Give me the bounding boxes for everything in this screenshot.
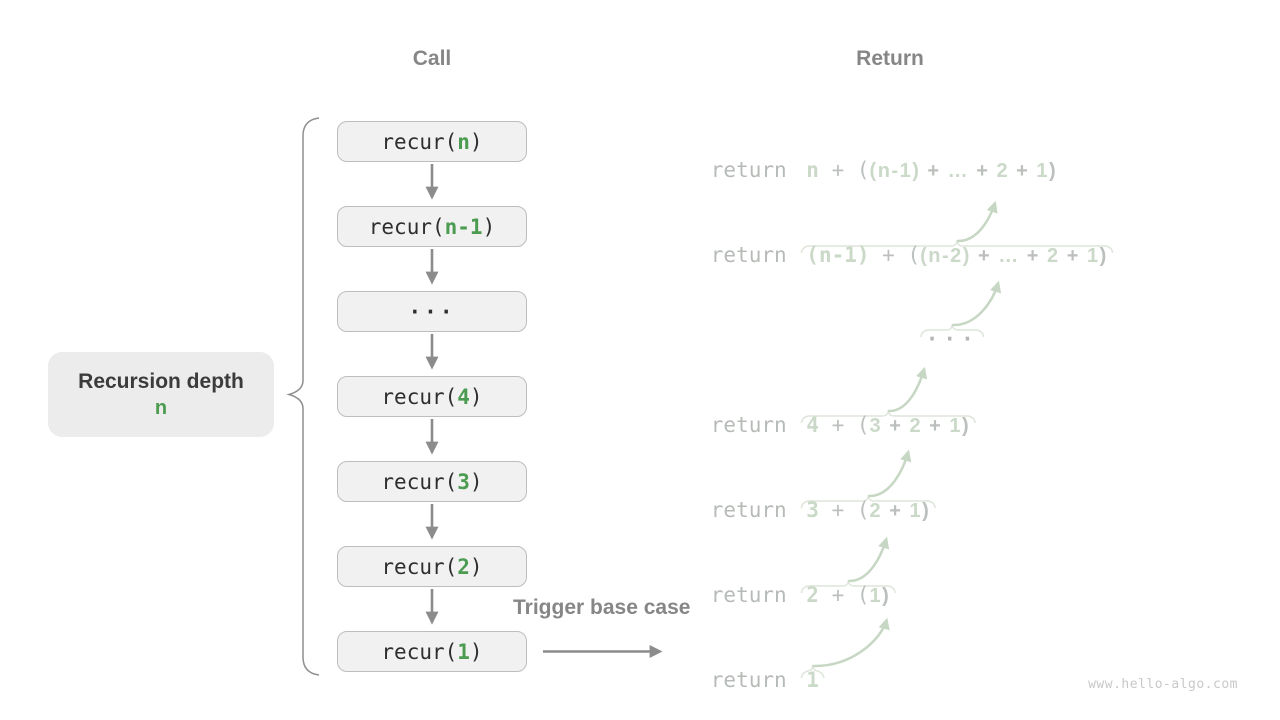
return-keyword: return xyxy=(710,668,800,692)
return-token: + xyxy=(818,413,857,437)
call-code: ) xyxy=(482,214,496,239)
return-token: 1 xyxy=(1036,160,1050,182)
return-token: + xyxy=(1019,245,1048,267)
trigger-base-case-label: Trigger base case xyxy=(513,596,691,619)
call-code: recur( xyxy=(381,469,458,494)
return-token: 2 xyxy=(806,583,819,607)
call-arg: 3 xyxy=(457,469,470,494)
return-token: 2 xyxy=(909,415,923,437)
return-token: ) xyxy=(882,585,891,607)
return-token: ) xyxy=(962,415,971,437)
return-token: + xyxy=(818,158,857,182)
return-token: 1 xyxy=(1086,245,1100,267)
return-token: (n-1) xyxy=(869,160,921,182)
return-keyword: return xyxy=(710,583,800,607)
return-token: + xyxy=(922,415,950,437)
call-code: ) xyxy=(469,469,483,494)
return-token: 3 xyxy=(869,415,883,437)
return-token: 1 xyxy=(806,668,819,692)
return-token: 2 xyxy=(996,160,1010,182)
call-box-recur-n: recur(n) xyxy=(337,121,527,162)
return-token: ( xyxy=(907,243,921,267)
return-token: 4 xyxy=(806,413,819,437)
return-line-4: return 4 + (3 + 2 + 1) xyxy=(693,383,970,437)
return-token: ( xyxy=(856,583,870,607)
call-code: ) xyxy=(469,129,483,154)
return-token: + xyxy=(869,243,908,267)
return-token: + xyxy=(969,160,997,182)
return-token: n xyxy=(806,158,819,182)
return-line-2: return 2 + (1) xyxy=(693,553,890,607)
return-token: + xyxy=(1009,160,1037,182)
call-box-recur-1: recur(1) xyxy=(337,631,527,672)
call-code: recur( xyxy=(381,384,458,409)
return-expression: 4 + (3 + 2 + 1) xyxy=(806,413,970,437)
return-token: (n-1) xyxy=(806,243,870,267)
return-line-1: return 1 xyxy=(693,638,819,692)
return-expression: 1 xyxy=(806,668,819,692)
call-column-header: Call xyxy=(412,47,452,70)
return-token: … xyxy=(947,160,970,182)
call-code: recur( xyxy=(381,639,458,664)
recursion-depth-value: n xyxy=(154,396,168,419)
return-token: ) xyxy=(1099,245,1108,267)
return-line-n-1: return (n-1) + ((n-2) + … + 2 + 1) xyxy=(693,213,1108,267)
return-expression: ··· xyxy=(926,327,979,351)
return-token: 1 xyxy=(869,585,883,607)
return-column-header: Return xyxy=(856,47,924,70)
return-token: 1 xyxy=(909,500,923,522)
return-keyword: return xyxy=(710,413,800,437)
recursion-depth-label: Recursion depth n xyxy=(48,352,274,437)
return-token: + xyxy=(1059,245,1087,267)
watermark: www.hello-algo.com xyxy=(1088,677,1238,692)
return-token: 1 xyxy=(949,415,963,437)
call-arg: 2 xyxy=(457,554,470,579)
ellipsis-dots: ··· xyxy=(408,299,456,324)
return-token: + xyxy=(882,415,910,437)
return-token: ( xyxy=(856,498,870,522)
call-code: recur( xyxy=(368,214,445,239)
return-token: … xyxy=(998,245,1020,267)
return-token: + xyxy=(818,498,857,522)
return-token: ( xyxy=(856,413,870,437)
return-token: + xyxy=(920,160,948,182)
call-code: recur( xyxy=(381,554,458,579)
call-arg: n-1 xyxy=(444,214,483,239)
return-token: ) xyxy=(1049,160,1058,182)
call-code: ) xyxy=(469,639,483,664)
return-expression: 3 + (2 + 1) xyxy=(806,498,930,522)
return-line-ellipsis: ··· xyxy=(908,297,979,351)
return-expression: 2 + (1) xyxy=(806,583,890,607)
call-arg: 1 xyxy=(457,639,470,664)
call-code: recur( xyxy=(381,129,458,154)
return-token: ) xyxy=(922,500,931,522)
call-box-recur-2: recur(2) xyxy=(337,546,527,587)
return-token: ··· xyxy=(925,327,979,351)
return-token: + xyxy=(882,500,910,522)
return-token: + xyxy=(970,245,999,267)
return-token: ( xyxy=(856,158,870,182)
return-token: + xyxy=(818,583,857,607)
call-box-recur-n-1: recur(n-1) xyxy=(337,206,527,247)
return-token: 2 xyxy=(869,500,883,522)
return-line-3: return 3 + (2 + 1) xyxy=(693,468,930,522)
return-keyword: return xyxy=(710,243,800,267)
call-code: ) xyxy=(469,554,483,579)
return-expression: n + ((n-1) + … + 2 + 1) xyxy=(806,158,1057,182)
return-keyword: return xyxy=(710,158,800,182)
return-token: 3 xyxy=(806,498,819,522)
call-box-recur-4: recur(4) xyxy=(337,376,527,417)
call-arg: 4 xyxy=(457,384,470,409)
return-token: 2 xyxy=(1047,245,1060,267)
return-token: (n-2) xyxy=(920,245,971,267)
call-code: ) xyxy=(469,384,483,409)
return-expression: (n-1) + ((n-2) + … + 2 + 1) xyxy=(806,243,1107,267)
call-box-recur-3: recur(3) xyxy=(337,461,527,502)
return-line-n: return n + ((n-1) + … + 2 + 1) xyxy=(693,128,1057,182)
recursion-depth-title: Recursion depth xyxy=(78,369,244,393)
return-keyword: return xyxy=(710,498,800,522)
call-arg: n xyxy=(457,129,470,154)
call-box-ellipsis: ··· xyxy=(337,291,527,332)
